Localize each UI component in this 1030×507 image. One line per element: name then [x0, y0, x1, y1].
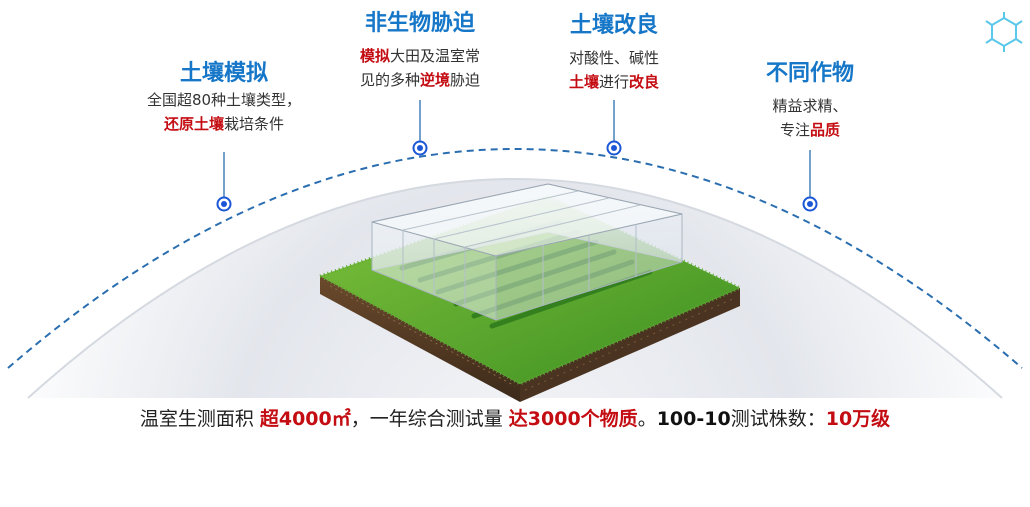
feature-different-crops: 不同作物 精益求精、 专注品质 [730, 60, 890, 142]
marker-dot-2 [412, 140, 428, 156]
feature-desc-line2: 还原土壤栽培条件 [163, 115, 285, 133]
feature-title: 土壤改良 [569, 13, 658, 38]
marker-dot-3 [606, 140, 622, 156]
feature-desc-line1: 对酸性、碱性 [568, 49, 659, 67]
plant-count-value: 10万级 [825, 408, 891, 430]
feature-desc-line1: 全国超80种土壤类型， [146, 91, 302, 109]
feature-soil-improvement: 土壤改良 对酸性、碱性 土壤进行改良 [524, 12, 704, 94]
feature-desc-line1: 模拟大田及温室常 [359, 47, 481, 65]
hexagon-molecule-icon [985, 12, 1023, 52]
feature-title: 不同作物 [765, 61, 854, 86]
greenhouse-area-value: 超4000㎡ [259, 408, 351, 430]
feature-desc-line1: 精益求精、 [772, 97, 848, 115]
dashed-arc [7, 148, 1023, 369]
feature-desc-line2: 土壤进行改良 [568, 73, 660, 91]
feature-title: 非生物胁迫 [364, 11, 475, 36]
feature-title: 土壤模拟 [179, 61, 268, 86]
feature-soil-simulation: 土壤模拟 全国超80种土壤类型， 还原土壤栽培条件 [124, 60, 324, 136]
marker-dot-4 [802, 196, 818, 212]
feature-desc-line2: 见的多种逆境胁迫 [359, 71, 481, 89]
dome-edge [27, 178, 1003, 399]
marker-dot-1 [216, 196, 232, 212]
feature-desc-line2: 专注品质 [779, 121, 841, 139]
annual-test-volume-value: 达3000个物质 [508, 408, 638, 430]
feature-abiotic-stress: 非生物胁迫 模拟大田及温室常 见的多种逆境胁迫 [320, 10, 520, 92]
summary-statement: 温室生测面积 超4000㎡，一年综合测试量 达3000个物质。100-10测试株… [139, 408, 891, 430]
greenhouse-illustration [316, 183, 744, 402]
